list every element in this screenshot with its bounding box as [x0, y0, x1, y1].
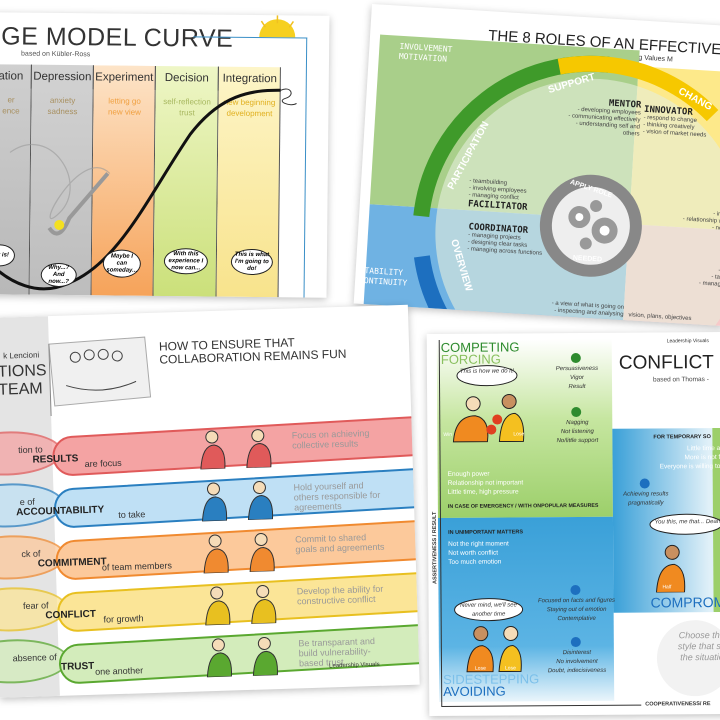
figure-label: Half	[662, 584, 672, 591]
figure-label: Lose	[513, 431, 525, 438]
pro-item: Staying out of emotion	[546, 606, 607, 614]
case-label: IN UNIMPORTANT MATTERS	[448, 529, 524, 536]
team-members-icon	[201, 481, 274, 522]
x-axis-line	[441, 704, 642, 707]
case-label: IN CASE OF EMERGENCY / WITH ONPOPULAR ME…	[447, 502, 599, 510]
y-axis-label: ASSERTIVENESS / RESULT	[431, 511, 439, 585]
light-icon	[54, 219, 65, 230]
pro-item: Result	[568, 383, 586, 391]
speech-bubble: You this, me that... Deal?	[654, 518, 720, 526]
title-fragment: TEAM	[0, 380, 43, 399]
change-model-curve-poster: GE MODEL CURVE based on Kübler-Ross atio…	[0, 12, 330, 298]
pro-item: Vigor	[570, 374, 584, 382]
band-suffix: to take	[118, 509, 146, 521]
con-item: Not listening	[560, 428, 594, 436]
band-suffix: one another	[95, 665, 144, 677]
eight-roles-poster: THE 8 ROLES OF AN EFFECTIVE based on Rob…	[353, 4, 720, 327]
band-keyword: COMMITMENT	[37, 556, 107, 570]
speech-bubble: This is how we do it!	[459, 368, 514, 375]
speech-bubble: With this experience I now can...	[163, 248, 209, 275]
title-fragment: TIONS	[0, 362, 47, 381]
band-description: Develop the ability for constructive con…	[296, 583, 384, 607]
x-axis-label: COOPERATIVENESS/ RE	[645, 701, 711, 708]
speech-bubble: This is what I'm going to do!	[230, 248, 274, 276]
style-title: COMPROM	[650, 593, 720, 611]
pro-item: Achieving results	[623, 491, 669, 498]
con-item: Doubt, indecisiveness	[547, 667, 607, 675]
competing-figures	[452, 365, 525, 443]
band-prefix: ck of	[21, 548, 41, 560]
arrow-up-icon	[47, 172, 110, 236]
plus-icon	[570, 352, 581, 364]
scribble	[280, 88, 297, 106]
speech-bubble: Why...? And now...?	[40, 262, 77, 288]
speech-bubble: Never mind, we'll see another time	[460, 602, 518, 618]
pro-item: Contemplative	[557, 615, 596, 623]
brand-logo: Leadership Visuals	[666, 338, 709, 345]
band-suffix: are focus	[84, 457, 122, 470]
condition-item: Not the right moment	[448, 540, 509, 548]
compromise-figure	[649, 513, 720, 593]
note-text: the situatio	[680, 651, 720, 663]
poster-subtitle: based on Thomas -	[652, 376, 709, 384]
title-fragment: k Lencioni	[3, 350, 40, 361]
roles-wheel	[412, 55, 720, 327]
plus-icon	[570, 584, 581, 596]
style-title: AVOIDING	[443, 683, 506, 699]
support-arc	[412, 55, 720, 327]
team-members-icon	[200, 429, 272, 470]
case-label: FOR TEMPORARY SO	[653, 434, 711, 441]
sun-icon	[259, 19, 296, 38]
band-description: Focus on achieving collective results	[291, 428, 370, 451]
center-circle	[539, 174, 642, 277]
band-keyword: RESULTS	[32, 453, 79, 466]
minus-icon	[571, 406, 582, 418]
band-description: Hold yourself and others responsible for…	[293, 480, 381, 513]
band-suffix: for growth	[103, 613, 144, 625]
plus-icon	[639, 478, 650, 489]
avoiding-figures	[454, 598, 524, 673]
band-keyword: TRUST	[60, 660, 95, 673]
brand-logo: Leadership Visuals	[329, 661, 380, 670]
con-item: No/little support	[556, 437, 599, 445]
band-prefix: e of	[19, 496, 35, 508]
figure-label: Win	[443, 431, 453, 438]
condition-item: Too much emotion	[448, 558, 502, 566]
pro-item: Persuasiveness	[555, 365, 599, 373]
change-arc	[412, 55, 720, 327]
note-text: style that su	[677, 640, 720, 652]
minus-icon	[570, 636, 581, 648]
scribble	[9, 144, 111, 220]
con-item: Nagging	[566, 419, 589, 427]
speech-bubble: Maybe I can someday...	[102, 249, 142, 278]
change-curve-line	[0, 88, 281, 291]
band-prefix: absence of	[12, 652, 57, 664]
condition-item: Everyone is willing to m	[659, 463, 720, 471]
note-text: Choose the	[678, 629, 720, 641]
condition-item: Little time, high pressure	[447, 488, 519, 496]
band-description: Commit to shared goals and agreements	[294, 532, 385, 555]
team-members-icon	[206, 636, 278, 678]
poster-title: CONFLICT	[618, 352, 714, 374]
change-curve-drawing	[0, 15, 297, 291]
condition-item: Not worth conflict	[448, 549, 499, 557]
team-flag-icon	[48, 336, 152, 417]
team-members-icon	[205, 585, 277, 626]
team-members-icon	[203, 533, 275, 574]
pro-item: pragmatically	[628, 500, 664, 507]
band-keyword: CONFLICT	[45, 608, 97, 622]
